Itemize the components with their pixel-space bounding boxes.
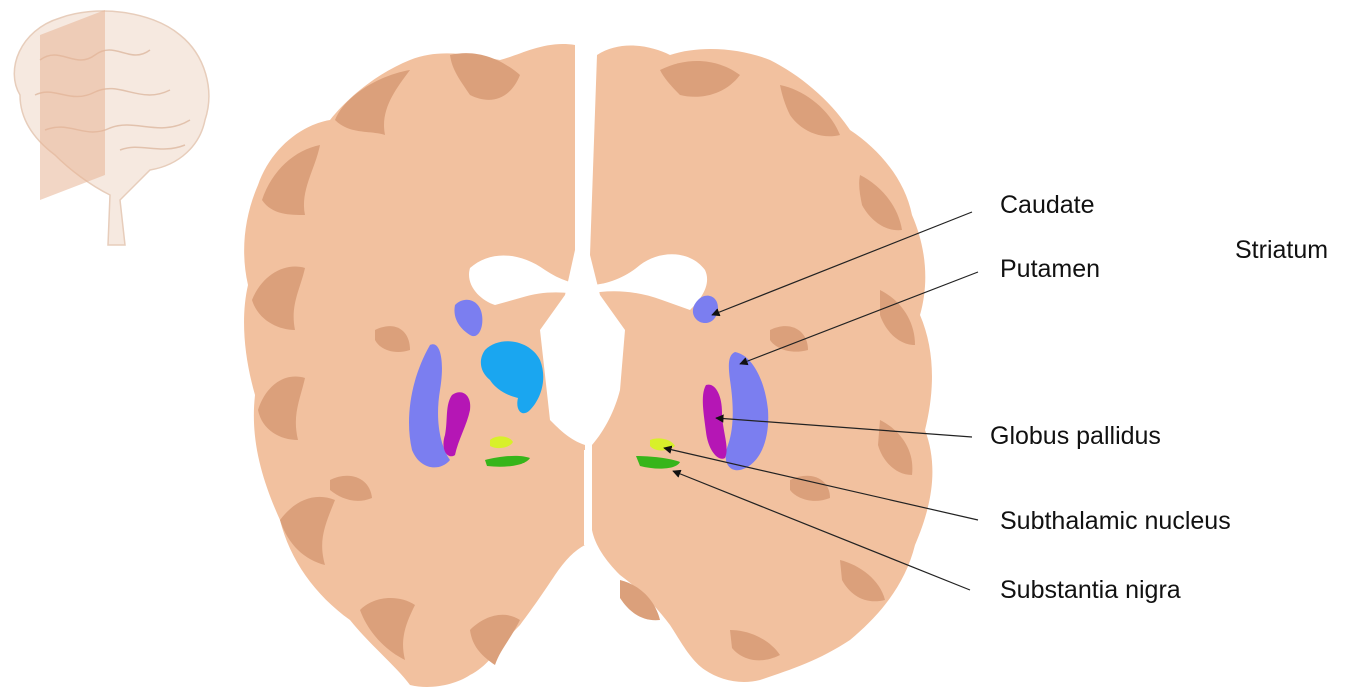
coronal-plane-marker [40, 10, 105, 200]
putamen-label: Putamen [1000, 257, 1100, 282]
substantia-nigra-label: Substantia nigra [1000, 578, 1181, 603]
right-hemisphere [590, 46, 932, 682]
brain-sagittal-plane-icon [14, 10, 209, 245]
globus-pallidus-label: Globus pallidus [990, 424, 1161, 449]
subthalamic-nucleus-label: Subthalamic nucleus [1000, 509, 1231, 534]
lateral-ventricles [469, 254, 707, 310]
caudate-label: Caudate [1000, 193, 1095, 218]
striatum-label: Striatum [1235, 238, 1328, 263]
coronal-section [244, 44, 932, 687]
